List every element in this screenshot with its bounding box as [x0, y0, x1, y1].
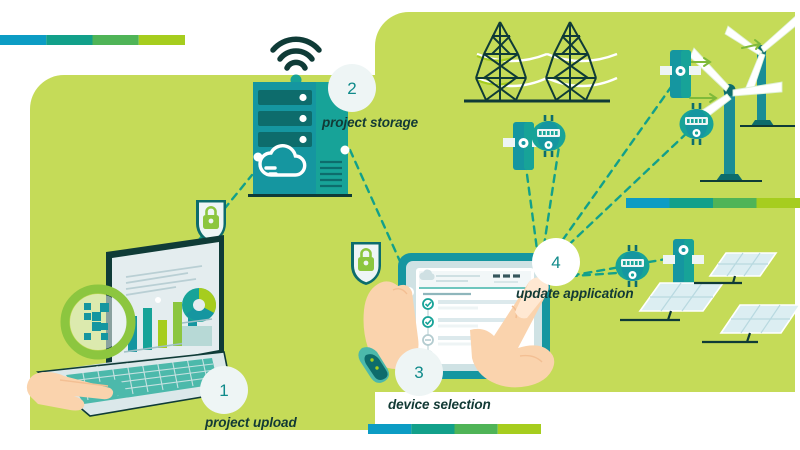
- relay-device-2: [679, 103, 714, 145]
- smartwatch-icon: [358, 347, 390, 383]
- check-icon: [424, 319, 432, 326]
- solar-panel-2: [694, 252, 778, 285]
- tablet-device-selection: [358, 253, 555, 388]
- solar-panel-icon-group: [620, 252, 800, 344]
- server-port-left: [253, 152, 263, 162]
- server-port-right: [340, 145, 350, 155]
- step-badge-1-number: 1: [219, 381, 228, 400]
- step-badge-4[interactable]: 4: [532, 238, 580, 286]
- wind-motion-arrows: [683, 39, 762, 103]
- relay-device-3: [615, 245, 650, 287]
- step-badge-2-number: 2: [347, 79, 356, 98]
- connector-tablet-to-field-2: [538, 138, 562, 274]
- field-cabinet-2: [660, 50, 701, 98]
- server-vent-lines: [320, 160, 342, 188]
- step-badge-3-number: 3: [414, 363, 423, 382]
- hand-left-holding-tablet: [358, 281, 419, 383]
- transmission-tower-left: [475, 21, 527, 101]
- wifi-icon: [270, 36, 322, 86]
- server-rack-slots: [258, 90, 312, 147]
- solar-panel-3: [702, 304, 800, 344]
- screen-text-lines: [125, 265, 203, 296]
- transmission-tower-right: [545, 21, 597, 101]
- lock-shield-icon-1: [196, 200, 226, 243]
- checklist-row-1: [422, 298, 518, 310]
- screen-marker-dot: [155, 297, 161, 303]
- wind-turbine-icon-group: [683, 12, 795, 182]
- wind-turbine-near: [689, 47, 783, 182]
- check-icon: [424, 301, 432, 308]
- gradient-bar-right-middle: [626, 198, 800, 208]
- relay-device-1: [531, 115, 566, 157]
- screen-header-text: [436, 275, 480, 282]
- field-cabinet-icon-group: [503, 50, 704, 287]
- step-badge-2[interactable]: 2: [328, 64, 376, 112]
- step-label-4: update application: [516, 286, 633, 301]
- step-label-3: device selection: [388, 397, 491, 412]
- step-badge-3[interactable]: 3: [395, 348, 443, 396]
- transmission-tower-icon-group: [464, 21, 618, 103]
- field-cabinet-3: [663, 239, 704, 287]
- step-label-1: project upload: [204, 415, 297, 430]
- brand-logo-badge: [60, 284, 136, 360]
- screen-panel-block: [181, 318, 213, 346]
- step-badges: 1 project upload 2 project storage 3 dev…: [200, 64, 634, 430]
- logo-x-mark: [84, 303, 109, 340]
- step-label-2: project storage: [321, 115, 419, 130]
- connector-storage-to-tablet: [348, 148, 405, 270]
- gradient-bar-top-left: [0, 35, 185, 45]
- connector-tablet-to-field-4: [538, 128, 692, 274]
- screen-cloud-icon: [419, 269, 435, 280]
- gradient-bar-bottom-center: [368, 424, 541, 434]
- lock-shield-icon-2: [351, 242, 381, 285]
- hand-left-pointing: [26, 372, 114, 411]
- step-badge-4-number: 4: [551, 253, 560, 272]
- connector-tablet-to-field-6: [544, 256, 674, 282]
- screen-donut-chart: [182, 288, 216, 322]
- cloud-icon: [258, 144, 307, 177]
- relay-device-icon-group: [531, 103, 714, 287]
- hand-right-tapping: [470, 277, 555, 388]
- step-badge-1[interactable]: 1: [200, 366, 248, 414]
